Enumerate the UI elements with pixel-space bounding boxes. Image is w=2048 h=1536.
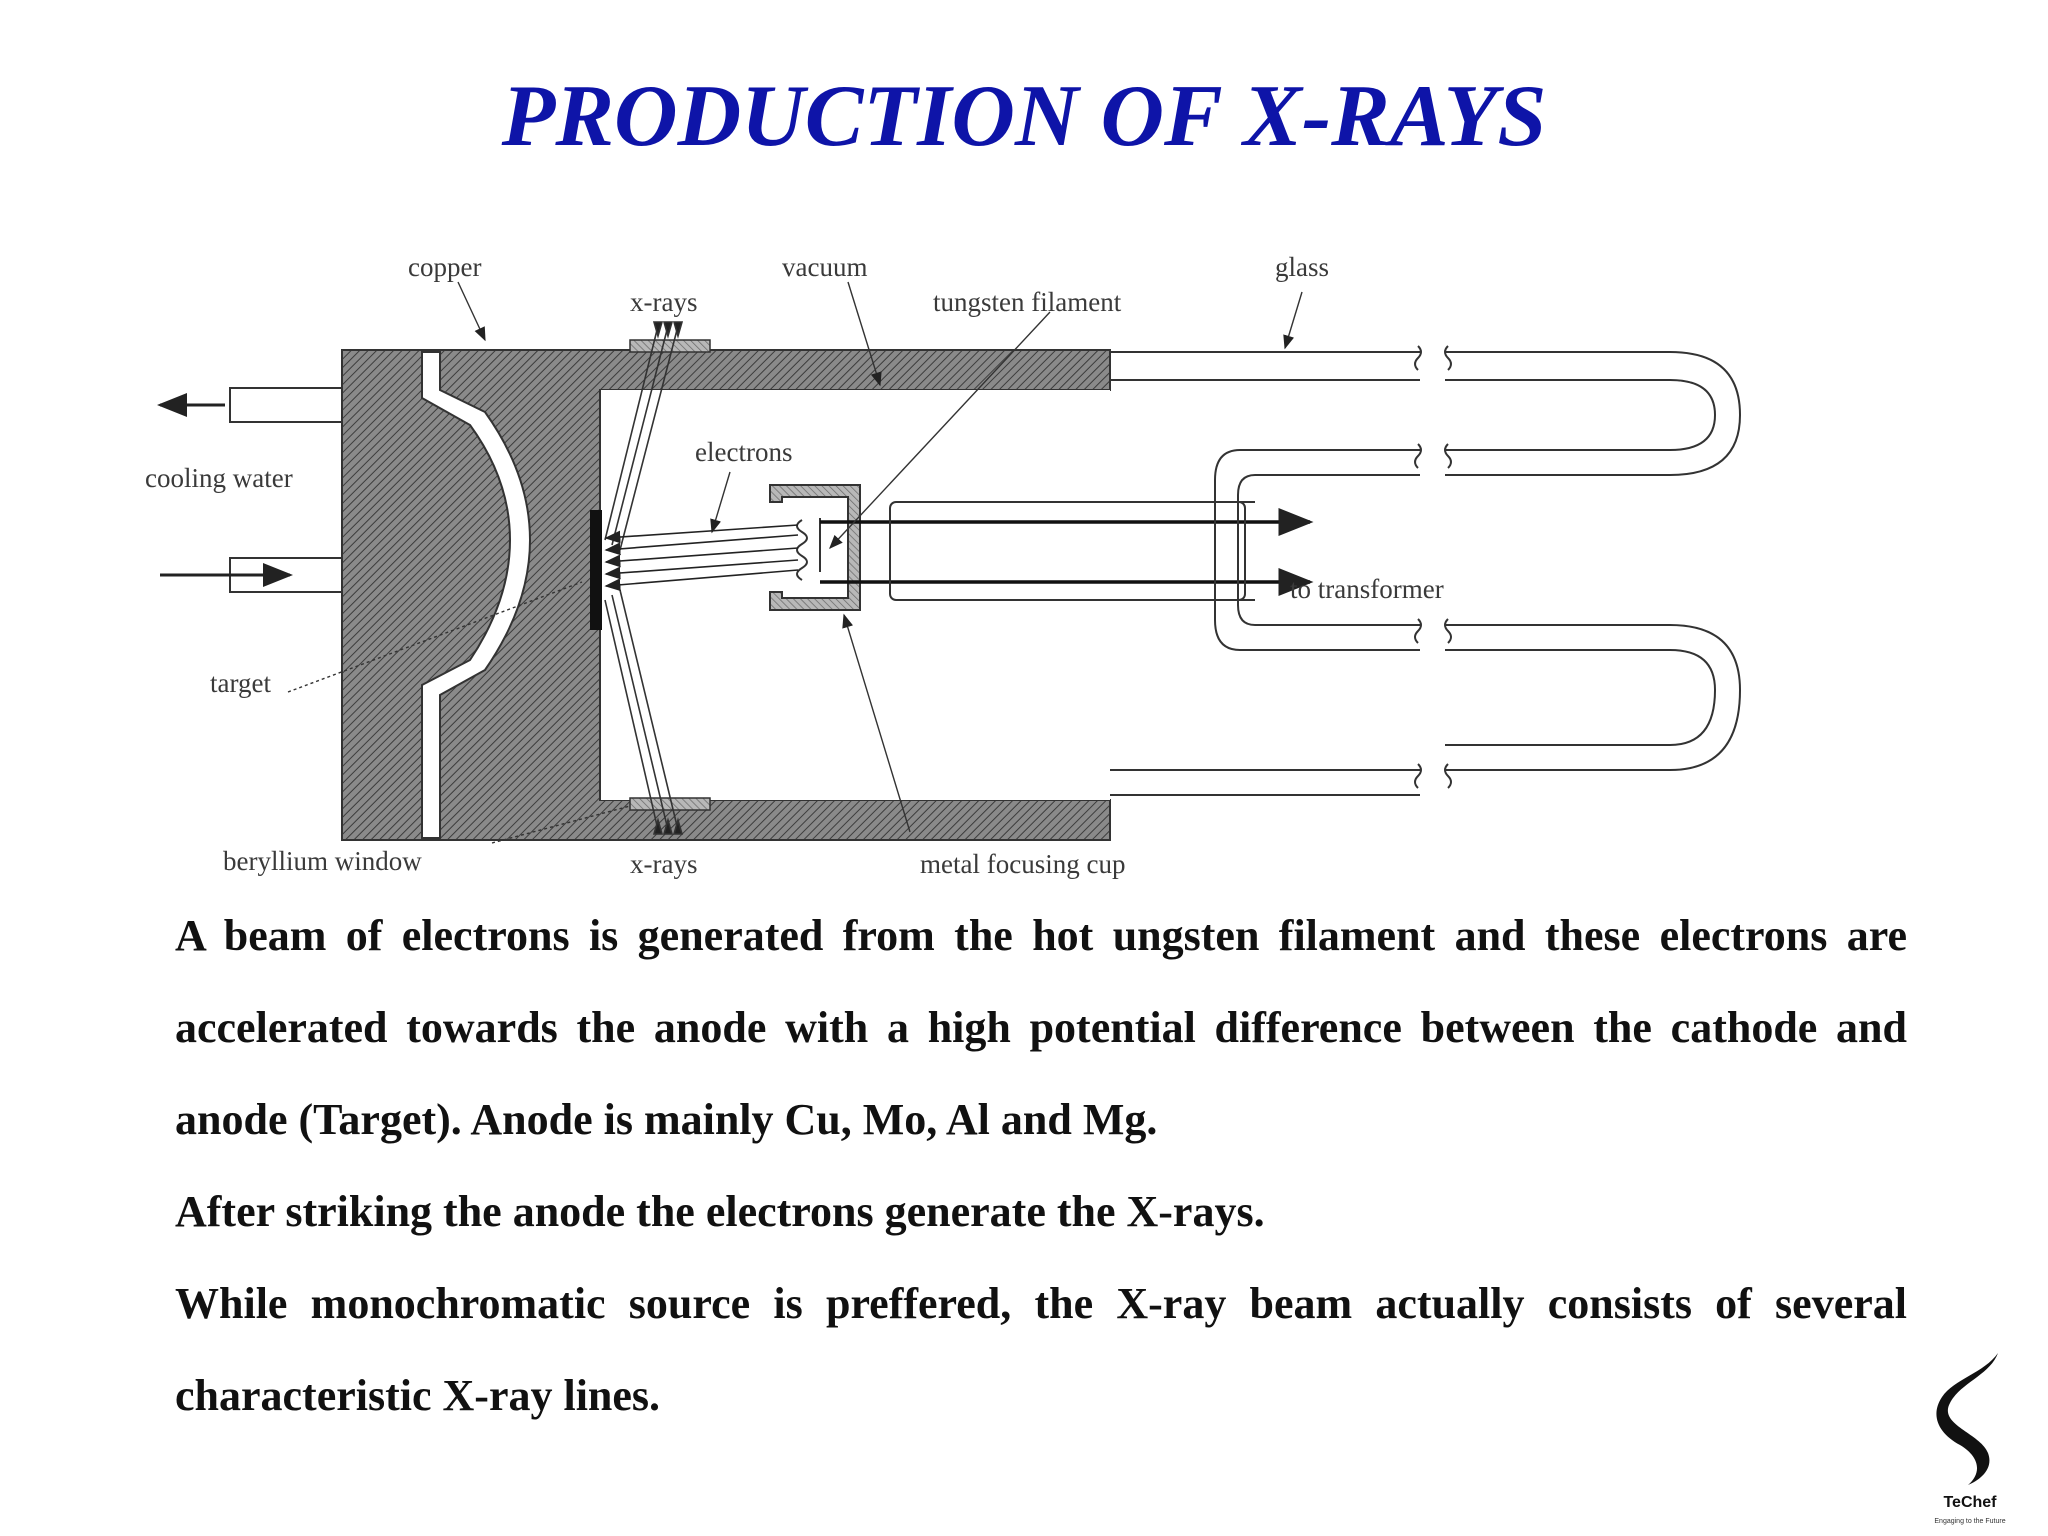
body-paragraph-3: While monochromatic source is preffered,… xyxy=(175,1279,1907,1420)
xray-tube-diagram: copper x-rays vacuum tungsten filament g… xyxy=(130,240,1890,890)
label-glass: glass xyxy=(1275,252,1329,282)
body-paragraph-2: After striking the anode the electrons g… xyxy=(175,1187,1265,1236)
beryllium-windows xyxy=(629,339,711,811)
techef-logo: TeChef Engaging to the Future xyxy=(1920,1345,2020,1530)
leader-lines xyxy=(287,281,1303,844)
tungsten-filament xyxy=(796,518,821,581)
slide-title: PRODUCTION OF X-RAYS xyxy=(501,68,1547,165)
label-vacuum: vacuum xyxy=(782,252,867,282)
label-electrons: electrons xyxy=(695,437,792,467)
electron-rays xyxy=(604,524,799,592)
label-to-transformer: to transformer xyxy=(1290,574,1444,604)
xray-beams xyxy=(604,321,684,835)
glass-envelope xyxy=(889,345,1742,796)
label-tungsten-filament: tungsten filament xyxy=(933,287,1122,317)
cooling-water-pipes xyxy=(157,387,343,593)
label-xrays-bottom: x-rays xyxy=(630,849,697,879)
filament-leads xyxy=(820,508,1314,596)
body-paragraph-1: A beam of electrons is generated from th… xyxy=(175,911,1907,1144)
label-metal-focusing-cup: metal focusing cup xyxy=(920,849,1125,879)
label-copper: copper xyxy=(408,252,481,282)
label-xrays-top: x-rays xyxy=(630,287,697,317)
label-cooling-water: cooling water xyxy=(145,463,293,493)
label-beryllium-window: beryllium window xyxy=(223,846,422,876)
copper-anode xyxy=(329,349,1111,841)
metal-focusing-cup xyxy=(769,484,861,611)
body-text: A beam of electrons is generated from th… xyxy=(175,890,1907,1442)
logo-name: TeChef xyxy=(1943,1494,1997,1511)
label-target: target xyxy=(210,668,271,698)
logo-tagline: Engaging to the Future xyxy=(1934,1518,2005,1525)
